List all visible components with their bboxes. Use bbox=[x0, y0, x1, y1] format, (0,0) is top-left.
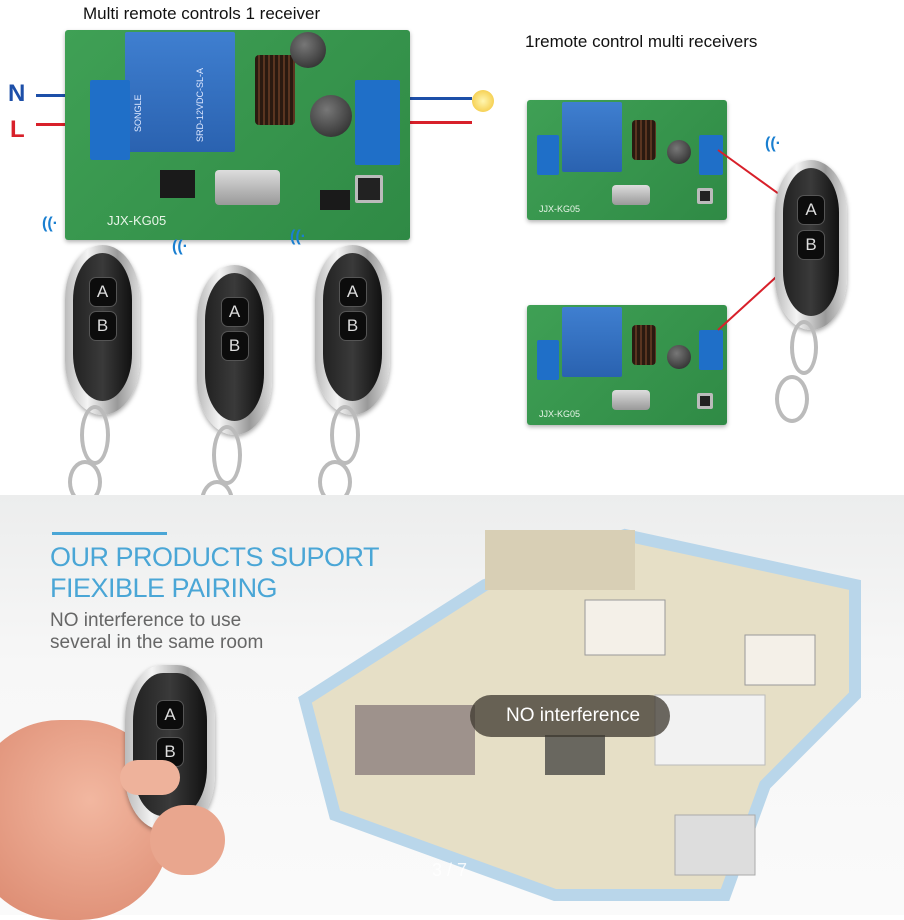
one-remote-title: 1remote control multi receivers bbox=[525, 32, 758, 51]
capacitor bbox=[667, 140, 691, 164]
button-a[interactable]: A bbox=[797, 195, 825, 225]
receiver-board: JJX-KG05 bbox=[527, 100, 727, 220]
board-model: JJX-KG05 bbox=[539, 409, 581, 419]
light-bulb-icon bbox=[472, 90, 494, 112]
promo-panel: OUR PRODUCTS SUPORT FIEXIBLE PAIRING NO … bbox=[0, 495, 904, 920]
bathroom bbox=[674, 814, 756, 876]
capacitor bbox=[310, 95, 352, 137]
capacitor bbox=[290, 32, 326, 68]
pair-button bbox=[697, 188, 713, 204]
no-interference-badge bbox=[470, 695, 670, 737]
output-terminal bbox=[355, 80, 400, 165]
chip bbox=[320, 190, 350, 210]
live-label: L bbox=[10, 116, 25, 143]
crystal bbox=[215, 170, 280, 205]
promo-heading-1: OUR PRODUCTS SUPORT bbox=[50, 542, 380, 572]
pairing-lines bbox=[717, 149, 809, 331]
accent-rule bbox=[52, 532, 167, 535]
button-b[interactable]: B bbox=[797, 230, 825, 260]
promo-heading-2: FIEXIBLE PAIRING bbox=[50, 573, 278, 603]
wifi-icon: ((· bbox=[765, 135, 781, 152]
bedroom-bed bbox=[584, 599, 666, 656]
button-b[interactable]: B bbox=[88, 311, 117, 341]
load-wire-red bbox=[400, 121, 472, 124]
chip bbox=[160, 170, 195, 198]
remote-control: A B bbox=[315, 245, 390, 415]
receiver-board: JJX-KG05 bbox=[527, 305, 727, 425]
no-interference-text: NO interference bbox=[506, 705, 641, 726]
lobster-clasp bbox=[775, 375, 809, 423]
crystal bbox=[612, 185, 650, 205]
button-b[interactable]: B bbox=[338, 311, 367, 341]
button-a[interactable]: A bbox=[88, 277, 117, 307]
remote-control: A B bbox=[775, 160, 847, 330]
receiver-board: SONGLE SRD-12VDC-SL-A JJX-KG05 bbox=[65, 30, 410, 240]
button-a[interactable]: A bbox=[220, 297, 249, 327]
keyring bbox=[212, 425, 242, 485]
promo-sub-2: several in the same room bbox=[50, 632, 264, 653]
page-indicator: 3 / 7 bbox=[432, 860, 468, 880]
pair-button bbox=[697, 393, 713, 409]
multi-remote-title: Multi remote controls 1 receiver bbox=[83, 4, 321, 23]
living-room-rug bbox=[355, 705, 475, 775]
crystal bbox=[612, 390, 650, 410]
bathroom bbox=[485, 530, 635, 590]
output-terminal bbox=[699, 135, 723, 175]
promo-sub-1: NO interference to use bbox=[50, 610, 242, 631]
dining-table bbox=[545, 735, 605, 775]
thumb bbox=[120, 760, 180, 795]
antenna-coil bbox=[632, 325, 656, 365]
remote-control: A B bbox=[197, 265, 272, 435]
top-panel: Multi remote controls 1 receiver 1remote… bbox=[8, 4, 847, 524]
button-b[interactable]: B bbox=[220, 331, 249, 361]
wifi-icon: ((· bbox=[172, 238, 188, 255]
antenna-coil bbox=[632, 120, 656, 160]
board-model: JJX-KG05 bbox=[539, 204, 581, 214]
pair-button bbox=[355, 175, 383, 203]
bedroom-bed bbox=[744, 634, 816, 686]
neutral-label: N bbox=[8, 80, 26, 107]
wifi-icon: ((· bbox=[290, 228, 306, 245]
wifi-icon: ((· bbox=[42, 215, 58, 232]
keyring bbox=[790, 320, 818, 375]
kitchen bbox=[654, 694, 766, 766]
keyring bbox=[330, 405, 360, 465]
input-terminal bbox=[537, 135, 559, 175]
antenna-coil bbox=[255, 55, 295, 125]
relay: SONGLE SRD-12VDC-SL-A bbox=[125, 32, 235, 152]
keyring bbox=[80, 405, 110, 465]
remote-control: A B bbox=[65, 245, 140, 415]
board-model: JJX-KG05 bbox=[107, 213, 167, 228]
load-wire-blue bbox=[400, 97, 472, 100]
capacitor bbox=[667, 345, 691, 369]
fingers bbox=[150, 805, 225, 875]
button-a[interactable]: A bbox=[338, 277, 367, 307]
relay bbox=[562, 307, 622, 377]
input-terminal bbox=[90, 80, 130, 160]
relay bbox=[562, 102, 622, 172]
remote-control: A B bbox=[125, 665, 215, 830]
button-a[interactable]: A bbox=[156, 700, 184, 730]
output-terminal bbox=[699, 330, 723, 370]
input-terminal bbox=[537, 340, 559, 380]
